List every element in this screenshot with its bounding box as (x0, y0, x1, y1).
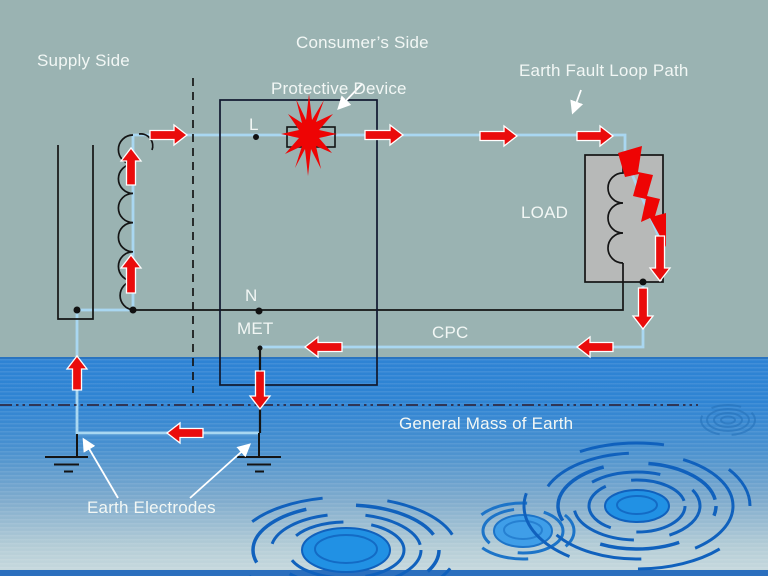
ripple-ring (251, 503, 441, 576)
load-label: LOAD (521, 203, 569, 222)
protective-device-label: Protective Device (271, 79, 407, 98)
supply-earth-conductor (75, 308, 260, 435)
flow-arrow-left (575, 335, 614, 359)
line-terminal-label: L (249, 115, 259, 134)
ripple-ring (720, 415, 736, 425)
black-circuit (0, 78, 698, 433)
ripple-ring (269, 512, 423, 576)
flow-arrow-right (479, 124, 519, 148)
ripple-ring (314, 534, 378, 564)
earth-electrode-right-icon (237, 433, 281, 473)
ripple-ring (700, 404, 756, 436)
ripple-ring (522, 441, 752, 571)
ripple-faint-small (700, 404, 756, 436)
flow-arrow-up (65, 354, 89, 391)
ripple-center (493, 514, 553, 548)
ripple-small-middle (470, 501, 576, 561)
flow-arrow-up (119, 146, 143, 186)
fault-starburst-icon (281, 94, 337, 176)
ripple-ring (503, 520, 543, 540)
ripple-ring (572, 470, 702, 542)
supply-cable-bracket (57, 145, 94, 320)
met-label: MET (237, 319, 274, 338)
flow-arrow-down (631, 287, 655, 331)
water-bottom-strip (0, 570, 768, 576)
protective-device-pointer-arrow (337, 83, 363, 110)
line-terminal-dot (253, 134, 259, 140)
ripple-large-right (522, 441, 752, 571)
ripple-ring (706, 408, 750, 432)
earth-electrodes-label: Earth Electrodes (87, 498, 216, 517)
flow-arrow-left (165, 421, 204, 445)
ripple-ring (587, 478, 687, 534)
ripple-large-left (233, 495, 459, 576)
ripple-center (604, 489, 670, 523)
met-junction-dot (257, 345, 263, 351)
load-earth-junction-dot (639, 278, 647, 286)
neutral-conductor (133, 263, 624, 311)
ripple-ring (539, 451, 735, 561)
flow-arrow-up (119, 253, 143, 294)
flow-arrow-down (648, 235, 672, 283)
earth-electrode-right-pointer-arrow (189, 443, 252, 499)
supply-neutral-junction-dot (129, 306, 137, 314)
supply-earth-junction-dot (73, 306, 81, 314)
supply-side-label: Supply Side (37, 51, 130, 70)
neutral-terminal-label: N (245, 286, 258, 305)
line-conductor (133, 133, 661, 238)
flow-arrow-right (149, 123, 189, 147)
neutral-terminal-dot (255, 307, 263, 315)
junction-dots (73, 134, 647, 351)
earth-electrode-left-icon (45, 434, 88, 473)
consumers-side-label: Consumer’s Side (296, 33, 429, 52)
ripple-ring (286, 520, 406, 576)
earth-fault-loop-path-label: Earth Fault Loop Path (519, 61, 689, 80)
leader-arrows (82, 83, 584, 499)
earth-electrodes-symbols (45, 433, 281, 473)
conductors (75, 133, 661, 435)
ripple-ring (556, 461, 718, 551)
flow-arrow-down (248, 370, 272, 411)
load-winding-coil (607, 160, 624, 264)
consumer-unit-box (219, 99, 378, 386)
earth-electrode-left-pointer-arrow (82, 437, 119, 499)
current-flow-arrows (65, 123, 672, 445)
flow-arrow-right (576, 124, 615, 148)
ripple-ring (713, 412, 743, 428)
general-mass-of-earth-label: General Mass of Earth (399, 414, 574, 433)
earth-fault-loop-pointer-arrow (570, 89, 584, 115)
flow-arrow-right (364, 123, 405, 147)
flow-arrow-left (303, 335, 343, 359)
ripple-ring (616, 495, 658, 515)
ripple-ring (481, 507, 565, 555)
lightning-bolt-icon (618, 146, 666, 247)
cpc-label: CPC (432, 323, 469, 342)
